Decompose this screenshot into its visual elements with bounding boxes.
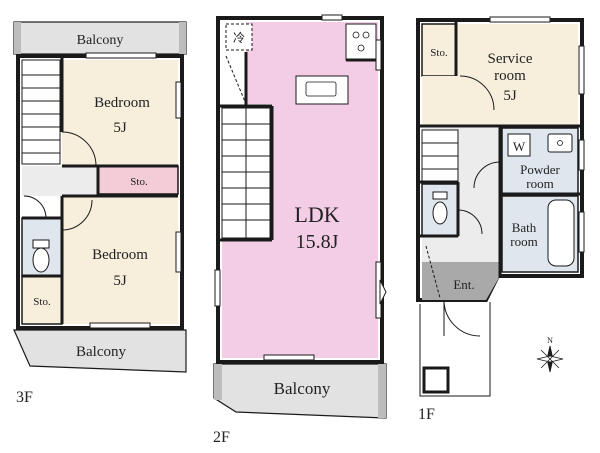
- wash-basin: [547, 133, 573, 153]
- front-door-swing: [443, 299, 481, 337]
- service-room-ext: [422, 76, 456, 126]
- bay-window-2f: [379, 279, 387, 305]
- toilet-fixture-1f: [432, 191, 448, 225]
- ldk-2f: [222, 22, 378, 358]
- storage-3f-low: [21, 275, 63, 325]
- door-toilet-1f: [457, 209, 483, 235]
- ldk-label: LDK: [294, 202, 339, 227]
- stove-burners: [352, 31, 370, 52]
- hall-3f: [22, 166, 98, 196]
- meter-box: [422, 366, 450, 394]
- balcony-2f-edge-right: [378, 364, 386, 418]
- storage-3f-low-label: Sto.: [33, 296, 51, 308]
- bathtub: [547, 199, 575, 267]
- floor-1f-label: 1F: [418, 406, 435, 423]
- bedroom-b-label: Bedroom: [92, 247, 148, 263]
- fridge-label: 冷: [233, 31, 245, 45]
- powder-room-label-1: Powder: [520, 162, 560, 177]
- floor-3f: Balcony Bedroom 5J Sto. Bedroom 5J Sto. …: [13, 21, 187, 406]
- approach: [419, 302, 491, 397]
- washer-label: W: [513, 139, 526, 154]
- bedroom-b-size: 5J: [113, 273, 127, 289]
- storage-1f-label: Sto.: [430, 47, 448, 59]
- service-room-size: 5J: [503, 88, 517, 104]
- door-bedroom-b-3f: [61, 199, 93, 231]
- compass: [536, 345, 564, 373]
- floor-1f: N Sto. Service room 5J W Powder room Bat…: [416, 16, 585, 423]
- windows-3f: [85, 52, 182, 329]
- entrance-label: Ent.: [453, 277, 474, 292]
- entrance: [422, 262, 500, 300]
- ldk-size: 15.8J: [296, 231, 339, 253]
- kitchen-island: [295, 75, 349, 105]
- bedroom-a-3f: [62, 60, 178, 166]
- entrance-ceiling-line: [425, 245, 441, 299]
- door-bedroom-a-3f: [61, 131, 97, 167]
- basin-drain: [557, 140, 563, 146]
- kitchen-stove: [345, 23, 377, 61]
- toilet-fixture-3f: [32, 239, 50, 273]
- bath-room-label-2: room: [510, 234, 537, 249]
- balcony-3f-top: [13, 21, 187, 55]
- floor-2f: 冷 LDK 15.8J Balcony 2F: [213, 14, 387, 446]
- walls-1f: [420, 22, 580, 278]
- walls-2f: [220, 52, 378, 242]
- stairs-2f: [221, 107, 271, 239]
- door-toilet-3f: [23, 195, 47, 219]
- service-room: [456, 24, 578, 126]
- washer-space: [507, 133, 531, 157]
- balcony-3f-bottom-label: Balcony: [76, 344, 126, 360]
- balcony-3f-top-label: Balcony: [77, 33, 124, 48]
- powder-room-label-2: room: [526, 176, 553, 191]
- door-powder-room: [473, 161, 501, 189]
- service-room-label-1: Service: [488, 51, 533, 67]
- floor-2f-label: 2F: [213, 429, 230, 446]
- floor-3f-label: 3F: [16, 389, 33, 406]
- door-service-room: [459, 75, 495, 111]
- kitchen-sink: [305, 81, 337, 97]
- walls-3f: [22, 58, 178, 324]
- ceiling-line: [225, 55, 247, 105]
- balcony-3f-top-edge-right: [179, 22, 186, 54]
- windows-1f: [489, 16, 585, 253]
- compass-north-label: N: [547, 336, 553, 345]
- stairs-3f: [21, 59, 61, 165]
- service-room-label-2: room: [494, 68, 526, 84]
- balcony-2f-edge-left: [214, 364, 222, 400]
- balcony-3f-top-edge-left: [14, 22, 21, 54]
- windows-2f: [214, 14, 382, 361]
- balcony-3f-bottom: [13, 329, 187, 373]
- balcony-2f-label: Balcony: [274, 379, 331, 398]
- bath-room-label-1: Bath: [512, 220, 537, 235]
- stairs-1f: [421, 129, 459, 183]
- bedroom-a-label: Bedroom: [94, 95, 150, 111]
- storage-3f-mid-label: Sto.: [130, 176, 148, 188]
- bedroom-a-size: 5J: [113, 120, 127, 136]
- fridge-space: [225, 23, 253, 51]
- bedroom-b-3f: [62, 196, 178, 324]
